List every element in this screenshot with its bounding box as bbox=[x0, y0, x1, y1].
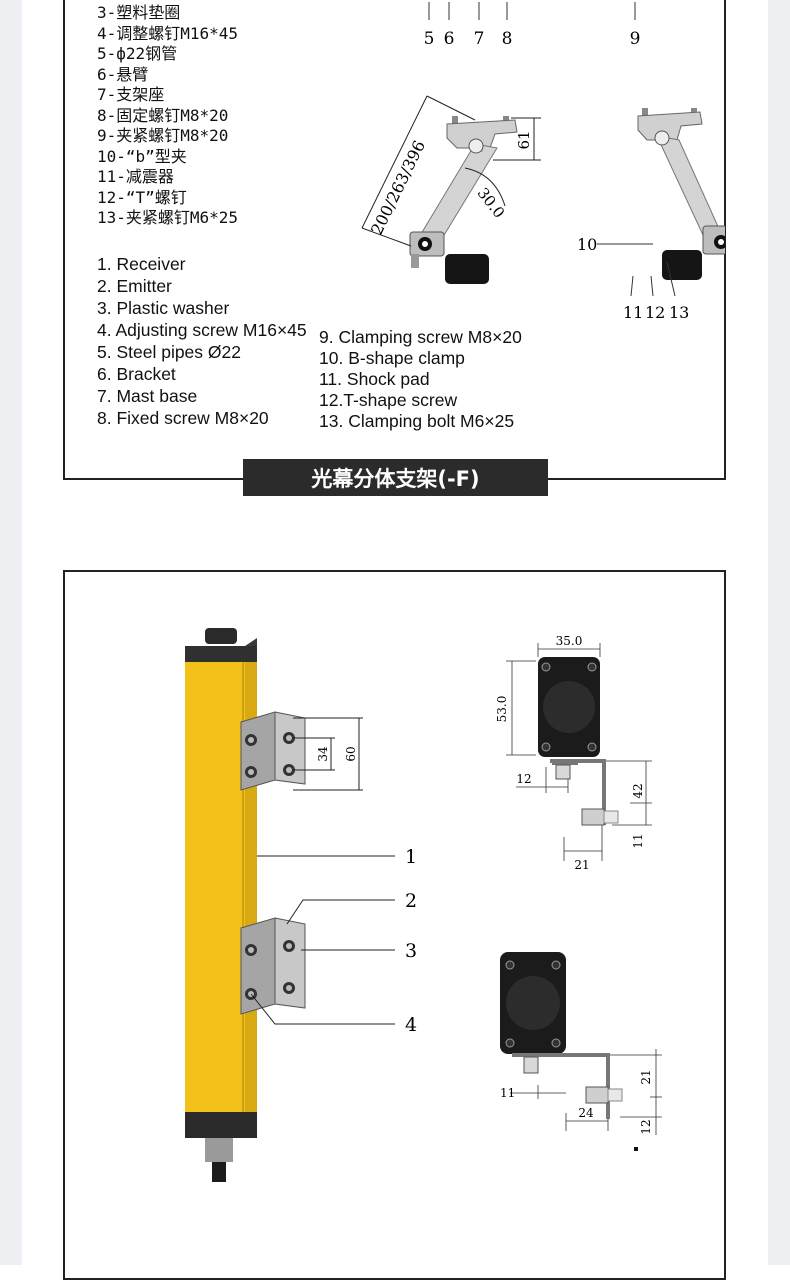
cn-part-11: 11-减震器 bbox=[97, 167, 174, 186]
sensor-b-base-dim: 24 bbox=[578, 1106, 594, 1120]
en-part-10: 10. B-shape clamp bbox=[319, 348, 465, 368]
callout-2: 2 bbox=[405, 890, 417, 912]
cn-part-10: 10-“b”型夹 bbox=[97, 147, 187, 166]
callout-7: 7 bbox=[474, 29, 485, 49]
callout-10: 10 bbox=[577, 235, 597, 254]
cn-part-12: 12-“T”螺钉 bbox=[97, 188, 187, 207]
sensor-base-dim: 21 bbox=[574, 858, 589, 872]
en-part-8: 8. Fixed screw M8×20 bbox=[97, 408, 269, 428]
callout-12: 12 bbox=[645, 303, 665, 322]
sensor-height-dim: 53.0 bbox=[495, 696, 509, 723]
hole-spacing-dim: 34 bbox=[316, 746, 330, 762]
en-part-11: 11. Shock pad bbox=[319, 369, 430, 389]
en-part-7: 7. Mast base bbox=[97, 386, 198, 406]
light-curtain-column: 34 60 1 2 3 4 bbox=[185, 628, 417, 1182]
plate-height-dim: 60 bbox=[344, 746, 358, 761]
cn-part-6: 6-悬臂 bbox=[97, 65, 149, 84]
sensor-b-pin-dim: 12 bbox=[639, 1119, 653, 1134]
sensor-offset-dim: 12 bbox=[516, 772, 531, 786]
sensor-bottom-drawing: 11 21 12 24 bbox=[500, 952, 662, 1151]
sensor-pin-dim: 11 bbox=[631, 833, 645, 848]
cn-part-8: 8-固定螺钉M8*20 bbox=[97, 106, 229, 125]
callout-9: 9 bbox=[630, 29, 641, 49]
en-part-4: 4. Adjusting screw M16×45 bbox=[97, 320, 307, 340]
sensor-b-offset-dim: 11 bbox=[500, 1086, 515, 1100]
length-dim-label: 200/263/396 bbox=[367, 137, 429, 237]
bracket-callouts: 10 11 12 13 bbox=[577, 235, 689, 322]
sensor-b-drop-dim: 21 bbox=[639, 1069, 653, 1084]
length-dim-line bbox=[361, 95, 428, 229]
sensor-width-dim: 35.0 bbox=[556, 634, 583, 648]
parts-list-panel: 3-塑料垫圈 4-调整螺钉M16*45 5-ф22钢管 6-悬臂 7-支架座 8… bbox=[63, 0, 726, 480]
en-part-13: 13. Clamping bolt M6×25 bbox=[319, 411, 515, 431]
cn-part-5: 5-ф22钢管 bbox=[97, 44, 178, 63]
receiver-body bbox=[185, 662, 245, 1114]
cn-part-13: 13-夹紧螺钉M6*25 bbox=[97, 208, 239, 227]
mounting-diagram-panel: 34 60 1 2 3 4 35.0 53. bbox=[63, 570, 726, 1280]
bracket-right bbox=[637, 108, 725, 280]
bracket-left bbox=[409, 116, 518, 284]
height-dim-label: 61 bbox=[515, 130, 533, 149]
en-part-5: 5. Steel pipes Ø22 bbox=[97, 342, 241, 362]
callout-1: 1 bbox=[405, 846, 417, 868]
callout-13: 13 bbox=[669, 303, 689, 322]
cn-part-9: 9-夹紧螺钉M8*20 bbox=[97, 126, 229, 145]
en-part-1: 1. Receiver bbox=[97, 254, 186, 274]
bracket-drawing: 5 6 7 8 9 200/263/396 61 30.0 bbox=[361, 2, 725, 284]
callout-3: 3 bbox=[405, 940, 417, 962]
cn-part-7: 7-支架座 bbox=[97, 85, 165, 104]
en-part-12: 12.T-shape screw bbox=[319, 390, 458, 410]
en-part-9: 9. Clamping screw M8×20 bbox=[319, 327, 522, 347]
en-part-6: 6. Bracket bbox=[97, 364, 176, 384]
right-margin-strip bbox=[768, 0, 790, 1265]
cn-part-3: 3-塑料垫圈 bbox=[97, 3, 181, 22]
left-margin-strip bbox=[0, 0, 22, 1265]
callout-4: 4 bbox=[405, 1014, 417, 1036]
cn-part-4: 4-调整螺钉M16*45 bbox=[97, 24, 239, 43]
top-callout-leaders bbox=[428, 2, 636, 20]
sensor-drop-dim: 42 bbox=[631, 783, 645, 798]
angle-dim-label: 30.0 bbox=[474, 184, 509, 221]
en-part-3: 3. Plastic washer bbox=[97, 298, 230, 318]
en-part-2: 2. Emitter bbox=[97, 276, 172, 296]
sensor-top-drawing: 35.0 53.0 12 42 11 21 bbox=[495, 634, 652, 872]
callout-5: 5 bbox=[424, 29, 435, 49]
callout-6: 6 bbox=[444, 29, 455, 49]
callout-11: 11 bbox=[623, 303, 643, 322]
callout-8: 8 bbox=[502, 29, 513, 49]
section-caption: 光幕分体支架(-F) bbox=[243, 459, 548, 496]
